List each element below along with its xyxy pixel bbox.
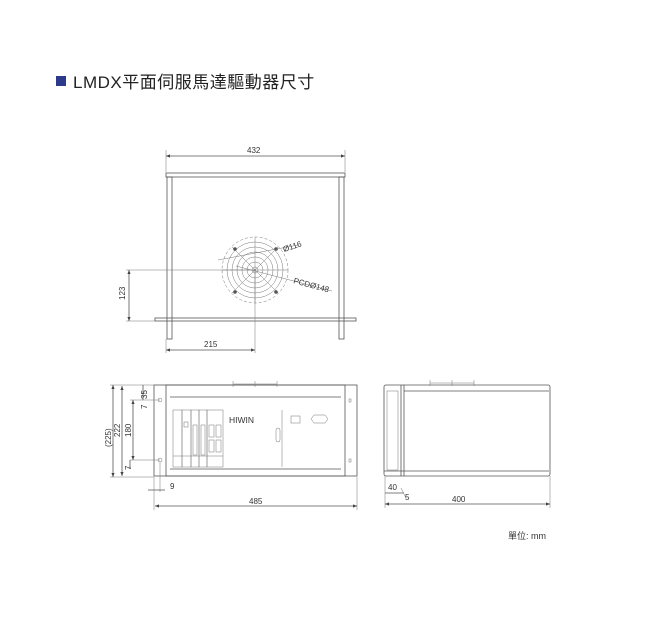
dim-40-label: 40 [388, 483, 397, 492]
height-123-label: 123 [118, 286, 127, 300]
fan-diameter-label: Ø116 [282, 239, 303, 254]
front-view: HIWIN (225) 222 180 35 7 7 9 485 [104, 381, 358, 510]
bullet-square-icon [56, 75, 66, 86]
depth-400-label: 400 [452, 495, 466, 504]
unit-label: 單位: mm [508, 531, 546, 541]
title-text: LMDX平面伺服馬達驅動器尺寸 [73, 73, 315, 92]
dim-7-top-label: 7 [140, 404, 149, 409]
page-title: LMDX平面伺服馬達驅動器尺寸 [56, 68, 315, 93]
power-socket-icon [310, 414, 329, 424]
height-180-label: 180 [124, 423, 133, 437]
dim-35-label: 35 [140, 390, 149, 399]
side-view: 40 5 400 [383, 380, 551, 508]
power-switch-icon [290, 415, 301, 424]
width-label: 432 [247, 146, 261, 155]
pcd-label: PCDØ148 [292, 276, 330, 294]
height-225-label: (225) [104, 428, 113, 447]
width-485-label: 485 [249, 497, 263, 506]
center-215-label: 215 [204, 340, 218, 349]
dim-9-label: 9 [170, 482, 175, 491]
top-view: 432 Ø116 PCDØ148 123 215 [118, 146, 357, 353]
hiwin-logo-text: HIWIN [229, 415, 254, 425]
height-222-label: 222 [113, 423, 122, 437]
driver-modules [172, 409, 224, 468]
dim-7-bottom-label: 7 [124, 465, 133, 470]
dim-5-label: 5 [405, 493, 410, 502]
